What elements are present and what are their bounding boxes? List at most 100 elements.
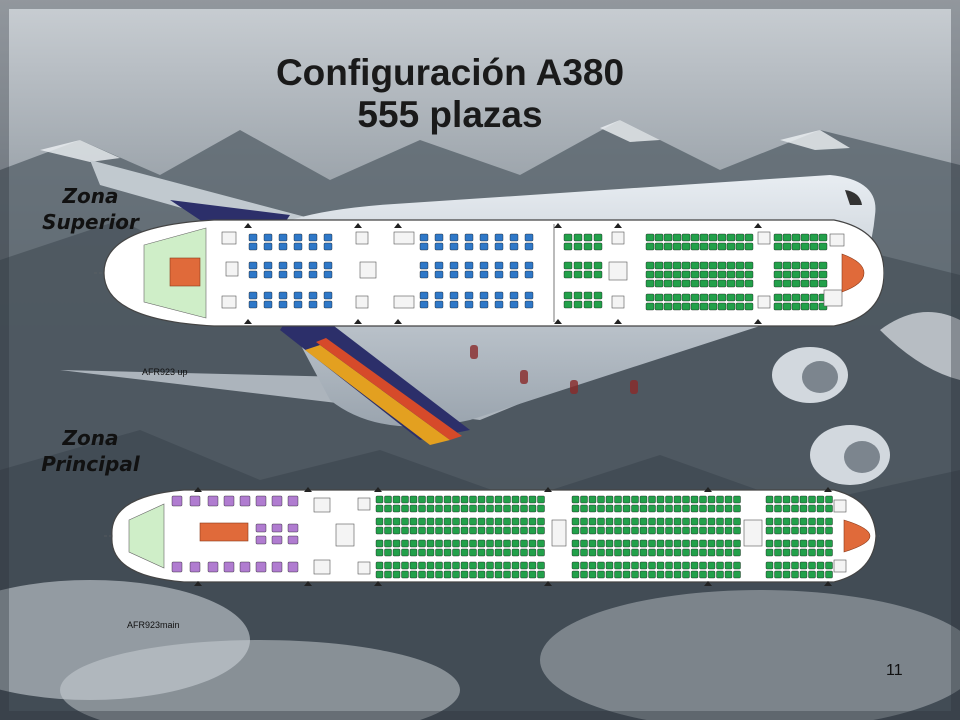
economy-seat [673, 526, 682, 535]
economy-seat [486, 539, 494, 548]
economy-seat [486, 526, 494, 535]
economy-seat [631, 517, 639, 526]
economy-seat [563, 242, 573, 251]
economy-seat [708, 279, 718, 288]
economy-seat [401, 561, 409, 570]
economy-seat [384, 517, 392, 526]
economy-seat [672, 270, 682, 279]
business-seat [479, 261, 489, 270]
economy-seat [460, 570, 469, 579]
economy-seat [486, 517, 494, 526]
economy-seat [673, 570, 682, 579]
exit-marker-icon [554, 223, 562, 228]
economy-seat [528, 561, 537, 570]
economy-seat [469, 526, 477, 535]
economy-seat [656, 539, 665, 548]
economy-seat [401, 504, 409, 513]
economy-seat [503, 561, 511, 570]
first-seat [207, 561, 219, 573]
economy-seat [384, 561, 392, 570]
economy-seat [426, 517, 435, 526]
business-seat [323, 233, 333, 242]
business-seat [323, 270, 333, 279]
economy-seat [717, 261, 727, 270]
business-seat [263, 270, 273, 279]
economy-seat [773, 261, 783, 270]
economy-seat [690, 570, 699, 579]
economy-seat [808, 517, 816, 526]
business-seat [494, 291, 504, 300]
economy-seat [816, 495, 825, 504]
economy-seat [443, 539, 452, 548]
economy-seat [724, 548, 733, 557]
economy-seat [735, 270, 745, 279]
economy-seat [648, 570, 656, 579]
first-seat [271, 495, 283, 507]
economy-seat [435, 517, 443, 526]
economy-seat [716, 561, 724, 570]
business-seat [449, 270, 459, 279]
economy-seat [682, 526, 690, 535]
economy-seat [690, 279, 700, 288]
economy-seat [773, 293, 783, 302]
economy-seat [799, 495, 808, 504]
economy-seat [782, 561, 791, 570]
economy-seat [716, 570, 724, 579]
business-seat [308, 291, 318, 300]
business-seat [419, 300, 429, 309]
economy-seat [528, 517, 537, 526]
economy-seat [597, 570, 605, 579]
first-seat [239, 495, 251, 507]
economy-seat [631, 526, 639, 535]
first-seat [223, 495, 235, 507]
first-seat [287, 523, 299, 533]
galley [393, 231, 415, 245]
economy-seat [648, 539, 656, 548]
business-seat [248, 291, 258, 300]
economy-seat [672, 279, 682, 288]
economy-seat [663, 302, 673, 311]
economy-seat [717, 279, 727, 288]
exit-marker-icon [614, 223, 622, 228]
economy-seat [707, 495, 716, 504]
economy-seat [808, 539, 816, 548]
economy-seat [486, 495, 494, 504]
lavatory [221, 295, 237, 309]
economy-seat [520, 539, 528, 548]
economy-seat [503, 495, 511, 504]
economy-seat [681, 242, 691, 251]
economy-seat [708, 261, 718, 270]
economy-seat [452, 517, 460, 526]
economy-seat [825, 539, 833, 548]
economy-seat [825, 495, 833, 504]
economy-seat [401, 495, 409, 504]
economy-seat [716, 504, 724, 513]
business-seat [323, 261, 333, 270]
economy-seat [656, 561, 665, 570]
economy-seat [665, 517, 673, 526]
economy-seat [392, 526, 401, 535]
economy-seat [799, 548, 808, 557]
business-seat [509, 242, 519, 251]
economy-seat [708, 233, 718, 242]
economy-seat [494, 517, 503, 526]
exit-marker-icon [614, 319, 622, 324]
economy-seat [605, 548, 614, 557]
economy-seat [528, 539, 537, 548]
economy-seat [707, 561, 716, 570]
economy-seat [690, 526, 699, 535]
business-seat [509, 270, 519, 279]
economy-seat [726, 293, 736, 302]
economy-seat [818, 233, 828, 242]
economy-seat [583, 270, 593, 279]
exit-marker-icon [354, 319, 362, 324]
economy-seat [782, 261, 792, 270]
economy-seat [665, 570, 673, 579]
business-seat [278, 233, 288, 242]
economy-seat [469, 517, 477, 526]
economy-seat [726, 242, 736, 251]
economy-seat [571, 504, 580, 513]
business-seat [308, 270, 318, 279]
economy-seat [486, 570, 494, 579]
economy-seat [724, 539, 733, 548]
